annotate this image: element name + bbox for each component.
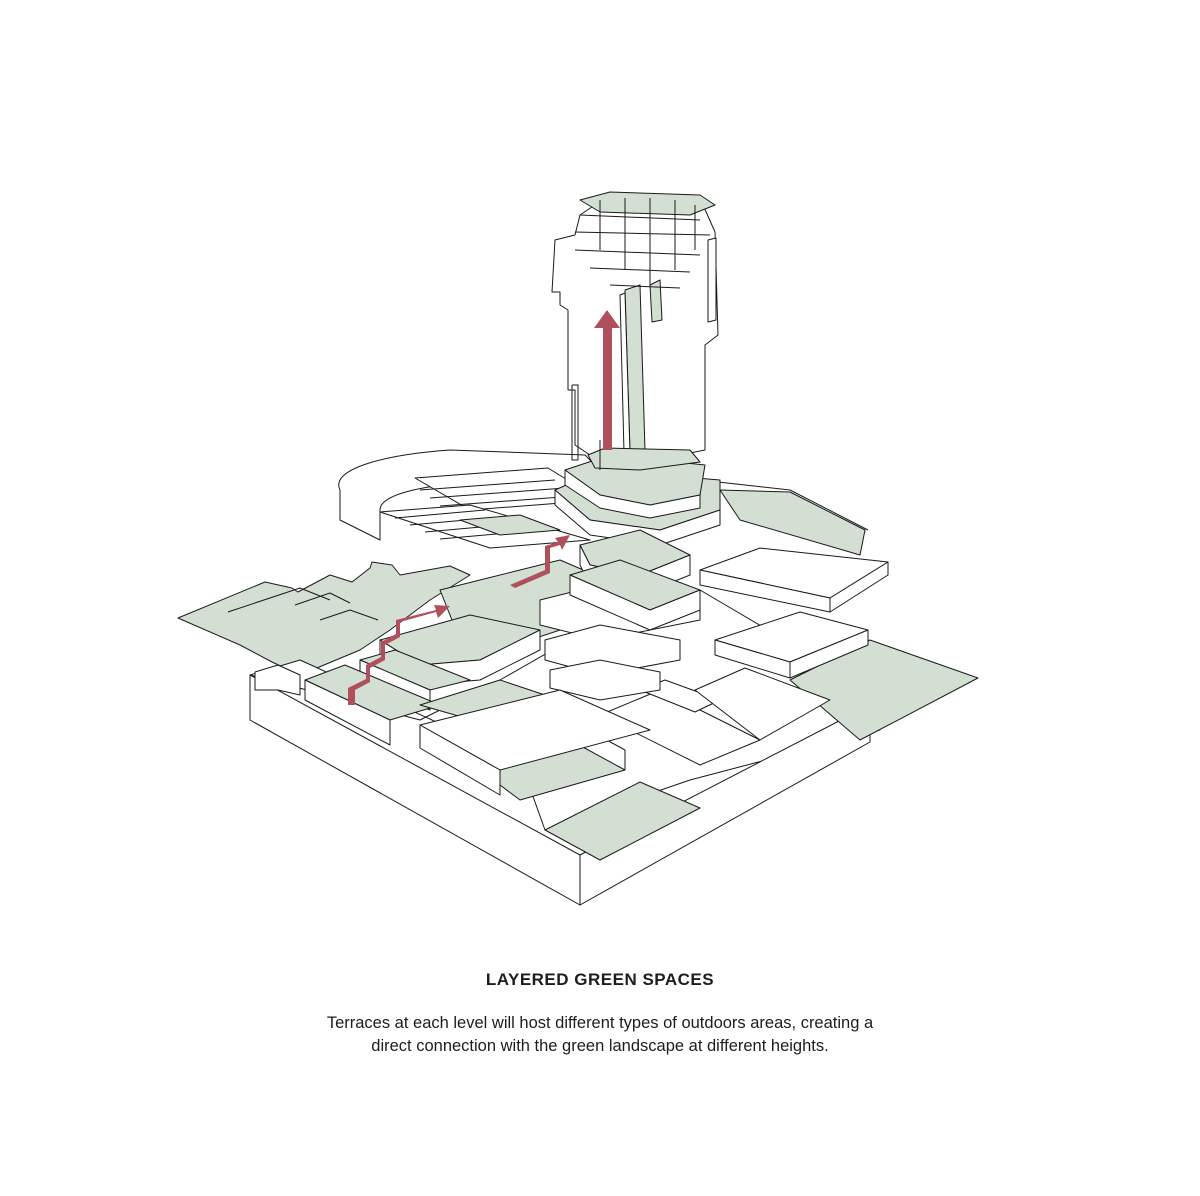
green-bleacher-band (459, 514, 561, 536)
front-slab-front (419, 724, 501, 796)
caption-line-2: direct connection with the green landsca… (371, 1037, 829, 1055)
terrace-line-left-2 (294, 592, 351, 606)
tower-crown-line-2 (574, 231, 711, 236)
terrace-step-right-3 (549, 659, 661, 701)
green-court-front (544, 781, 701, 861)
podium-edge (699, 479, 869, 531)
caption-line-1: Terraces at each level will host differe… (326, 1014, 874, 1032)
diagram-caption: Terraces at each level will host differe… (200, 1012, 1000, 1058)
bleacher-line-4 (394, 509, 486, 519)
tower-crown-line-5 (609, 284, 681, 289)
left-wall (254, 664, 301, 696)
circulation-arrow-vertical (594, 310, 620, 450)
terrace-step-right-2 (544, 624, 681, 676)
bleacher-line-3 (439, 495, 576, 507)
tower-crown-line-3 (574, 249, 701, 256)
axonometric-diagram (177, 191, 979, 906)
circulation-arrow-upper (510, 535, 570, 588)
box-right-side (829, 561, 889, 613)
tower-slender-fin (571, 384, 579, 461)
base-slab-front-right (579, 704, 871, 906)
bleacher-line-1 (419, 479, 556, 491)
bleacher-line-2 (429, 487, 566, 499)
green-strip-podium (719, 489, 866, 556)
pyramid-level-1-front (554, 489, 721, 546)
circulation-arrow-icon (348, 310, 620, 705)
terrace-line-left-3 (319, 609, 379, 621)
tower-crown-line-4 (589, 267, 691, 273)
pyramid-level-2-front (564, 469, 701, 519)
circulation-arrow-stairs (348, 605, 450, 705)
terrace-level-3-front (304, 679, 391, 746)
courtyard-box-2 (694, 667, 831, 741)
diagram-title: LAYERED GREEN SPACES (485, 970, 715, 989)
box-right-2-side (789, 629, 869, 679)
pyramid-level-4-front (569, 574, 701, 631)
tower-core-green-2 (649, 279, 663, 323)
tower-side-fin (707, 237, 717, 323)
